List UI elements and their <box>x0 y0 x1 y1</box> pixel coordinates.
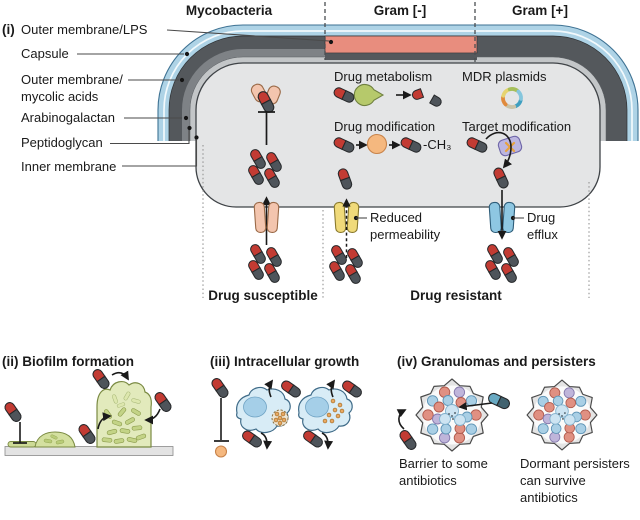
biofilm-title: (ii) Biofilm formation <box>2 354 134 369</box>
gram-positive-column: MDR plasmids Target modification <box>462 69 571 189</box>
label-drug-susceptible: Drug susceptible <box>208 288 318 303</box>
enzyme-icon <box>353 83 385 107</box>
label-connector-lines <box>77 29 330 167</box>
gram-negative-column: Drug metabolism Drug modification -CH₃ <box>333 69 451 190</box>
header-mycobacteria: Mycobacteria <box>186 3 273 18</box>
drug-trapped-in-wall-icon <box>250 83 281 114</box>
caption-barrier-line2: antibiotics <box>399 473 457 488</box>
granuloma-permeable <box>415 378 489 452</box>
macrophage-with-escaped-bacteria <box>298 379 364 450</box>
penetration-arrow <box>458 401 493 411</box>
label-capsule: Capsule <box>21 46 69 61</box>
mycobacteria-column <box>247 83 283 284</box>
intracellular-section: (iii) Intracellular growth <box>210 354 364 458</box>
label-reduced: Reduced <box>370 210 422 225</box>
label-inner-membrane: Inner membrane <box>21 159 116 174</box>
blocked-antibiotic-pill <box>398 429 418 452</box>
intracellular-inhibitor-pill <box>210 377 230 400</box>
granuloma-title: (iv) Granulomas and persisters <box>397 354 596 369</box>
modified-target-icon <box>497 135 523 157</box>
bounce-arrow <box>396 409 407 430</box>
header-gram-positive: Gram [+] <box>512 3 568 18</box>
header-gram-negative: Gram [-] <box>374 3 427 18</box>
reduced-permeability-label: Reduced permeability <box>353 210 441 242</box>
label-drug-metabolism: Drug metabolism <box>334 69 432 84</box>
label-efflux: efflux <box>527 227 558 242</box>
label-drug-resistant: Drug resistant <box>410 288 502 303</box>
label-mdr-plasmids: MDR plasmids <box>462 69 547 84</box>
modifying-enzyme-icon <box>366 133 388 155</box>
penetrating-antibiotic-pill <box>487 392 511 410</box>
region-separators <box>202 145 590 298</box>
macrophage-with-vacuole <box>236 379 303 450</box>
pill-cluster-outside <box>247 243 283 284</box>
plasmid-icon <box>501 87 523 109</box>
caption-dormant-line3: antibiotics <box>520 490 578 505</box>
microcolony-mound <box>34 431 76 448</box>
drug-efflux-label: Drug efflux <box>510 210 558 242</box>
porin-channel-reduced <box>333 201 360 234</box>
label-methyl-group: -CH₃ <box>423 137 451 152</box>
substrate-surface <box>4 446 174 456</box>
porin-channel-susceptible <box>253 201 280 234</box>
label-arabinogalactan: Arabinogalactan <box>21 110 115 125</box>
efflux-pump <box>488 201 516 234</box>
bacterium-icon <box>214 445 228 458</box>
label-outer-membrane-lps: Outer membrane/LPS <box>21 22 148 37</box>
granuloma-dormant <box>526 379 598 451</box>
label-peptidoglycan: Peptidoglycan <box>21 135 103 150</box>
label-outer-membrane-line2: mycolic acids <box>21 89 99 104</box>
caption-dormant-line2: can survive <box>520 473 586 488</box>
panel-i-index: (i) <box>2 22 15 37</box>
granuloma-section: (iv) Granulomas and persisters Barrier t… <box>396 354 630 505</box>
biofilm-section: (ii) Biofilm formation <box>2 354 173 456</box>
pill-cluster-below-efflux <box>484 243 520 284</box>
deflected-drug-arrow <box>485 131 512 169</box>
label-connector-dots <box>179 39 334 140</box>
label-permeability: permeability <box>370 227 441 242</box>
lps-layer <box>324 35 478 54</box>
inhibition-bar <box>258 111 275 145</box>
membrane-labels: (i) Outer membrane/LPS Capsule Outer mem… <box>2 22 334 174</box>
biofilm-inhibitor-pill <box>3 401 23 424</box>
label-target-modification: Target modification <box>462 119 571 134</box>
intracellular-title: (iii) Intracellular growth <box>210 354 359 369</box>
column-separators <box>324 2 476 62</box>
caption-dormant-line1: Dormant persisters <box>520 456 630 471</box>
label-drug: Drug <box>527 210 555 225</box>
caption-barrier-line1: Barrier to some <box>399 456 488 471</box>
label-drug-modification: Drug modification <box>334 119 435 134</box>
label-outer-membrane-line1: Outer membrane/ <box>21 72 123 87</box>
